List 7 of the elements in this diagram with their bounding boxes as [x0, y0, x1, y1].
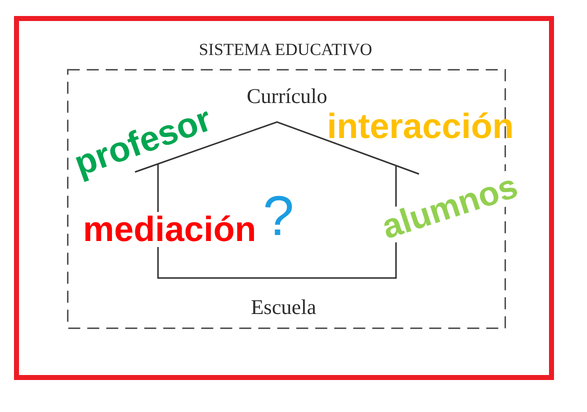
bottom-label: Escuela [250, 297, 316, 318]
annotation-word: interacción [327, 109, 514, 144]
annotation-word: mediación [83, 212, 256, 248]
section-title: SISTEMA EDUCATIVO [198, 40, 372, 58]
question-mark: ? [262, 188, 294, 244]
outer-frame [14, 16, 554, 380]
top-label: Currículo [246, 86, 328, 107]
